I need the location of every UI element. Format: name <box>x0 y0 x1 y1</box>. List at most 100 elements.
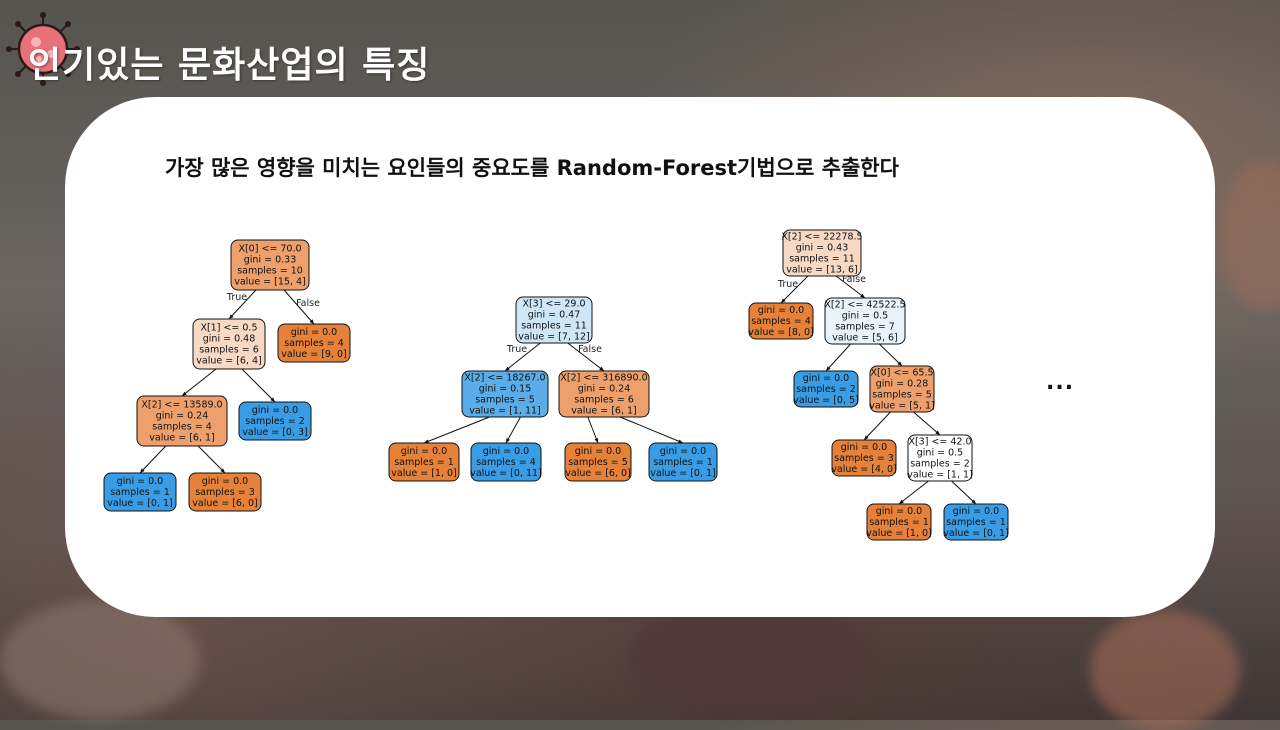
tree-node-line: samples = 3 <box>834 453 894 464</box>
tree-node-line: samples = 5 <box>872 390 932 401</box>
tree-node-line: X[0] <= 70.0 <box>238 244 301 255</box>
tree-node-line: value = [13, 6] <box>786 265 858 276</box>
tree-node-line: samples = 1 <box>394 457 454 468</box>
tree-edge <box>198 446 225 473</box>
tree-node-line: samples = 4 <box>751 316 811 327</box>
tree-node-line: value = [0, 5] <box>793 395 859 406</box>
tree-node-line: gini = 0.0 <box>401 446 447 457</box>
tree-node-line: samples = 2 <box>796 384 856 395</box>
tree-node-line: gini = 0.24 <box>156 411 208 422</box>
tree-node-line: gini = 0.48 <box>203 334 255 345</box>
tree-node-line: gini = 0.15 <box>479 384 531 395</box>
tree-node-line: gini = 0.0 <box>202 476 248 487</box>
decision-tree: TrueFalseX[3] <= 29.0gini = 0.47samples … <box>389 297 717 481</box>
decision-tree: TrueFalseX[0] <= 70.0gini = 0.33samples … <box>104 240 350 511</box>
tree-node-line: gini = 0.0 <box>660 446 706 457</box>
tree-node: gini = 0.0samples = 2value = [0, 3] <box>239 402 311 440</box>
tree-node-line: gini = 0.0 <box>953 506 999 517</box>
tree-node-line: gini = 0.43 <box>796 243 848 254</box>
tree-edge <box>899 481 928 504</box>
tree-node-line: gini = 0.5 <box>842 311 888 322</box>
tree-node-line: samples = 2 <box>910 459 970 470</box>
tree-node-line: gini = 0.0 <box>483 446 529 457</box>
tree-node-line: value = [7, 12] <box>518 332 590 343</box>
tree-edge <box>879 344 902 366</box>
tree-node-line: samples = 4 <box>152 422 212 433</box>
tree-edge <box>864 412 890 440</box>
tree-edge <box>620 417 683 443</box>
tree-node-line: samples = 6 <box>574 395 634 406</box>
tree-node-line: samples = 10 <box>237 266 303 277</box>
tree-edge <box>914 412 940 435</box>
tree-node-line: X[2] <= 18267.0 <box>464 373 545 384</box>
tree-node: X[2] <= 13589.0gini = 0.24samples = 4val… <box>137 396 227 446</box>
tree-node-line: X[2] <= 316890.0 <box>560 373 647 384</box>
tree-node-line: gini = 0.5 <box>917 448 963 459</box>
tree-edge <box>182 369 216 396</box>
tree-node-line: X[3] <= 29.0 <box>522 299 585 310</box>
tree-node-line: gini = 0.47 <box>528 310 580 321</box>
tree-node-line: samples = 7 <box>835 322 895 333</box>
tree-node-line: gini = 0.0 <box>841 442 887 453</box>
tree-node-line: samples = 6 <box>199 345 259 356</box>
tree-node: X[2] <= 42522.5gini = 0.5samples = 7valu… <box>824 298 905 344</box>
tree-node-line: value = [1, 1] <box>907 470 973 481</box>
tree-node-line: X[1] <= 0.5 <box>200 323 257 334</box>
tree-node-line: value = [6, 0] <box>192 498 258 509</box>
tree-node-line: samples = 1 <box>946 517 1006 528</box>
tree-edge <box>242 369 275 402</box>
tree-node-line: value = [8, 0] <box>748 327 814 338</box>
tree-node-line: samples = 4 <box>476 457 536 468</box>
tree-node-line: gini = 0.24 <box>578 384 630 395</box>
tree-edge <box>140 446 166 473</box>
tree-node-line: samples = 11 <box>521 321 587 332</box>
tree-node: gini = 0.0samples = 5value = [6, 0] <box>565 443 631 481</box>
tree-node-line: value = [1, 0] <box>866 528 932 539</box>
tree-node-line: gini = 0.0 <box>758 305 804 316</box>
tree-node-line: gini = 0.0 <box>117 476 163 487</box>
tree-node-line: X[2] <= 22278.5 <box>781 232 862 243</box>
tree-node: X[3] <= 29.0gini = 0.47samples = 11value… <box>516 297 592 343</box>
tree-node: gini = 0.0samples = 3value = [6, 0] <box>189 473 261 511</box>
tree-node-line: samples = 1 <box>653 457 713 468</box>
tree-node-line: samples = 1 <box>869 517 929 528</box>
tree-edge-arrow <box>595 438 599 443</box>
tree-edge <box>424 417 490 443</box>
tree-node-line: value = [6, 1] <box>571 406 637 417</box>
tree-node-line: samples = 5 <box>475 395 535 406</box>
tree-node-line: value = [1, 11] <box>469 406 541 417</box>
decision-tree: TrueFalseX[2] <= 22278.5gini = 0.43sampl… <box>748 230 1009 540</box>
tree-node: X[2] <= 18267.0gini = 0.15samples = 5val… <box>462 371 548 417</box>
tree-node-line: value = [9, 0] <box>281 349 347 360</box>
tree-node-line: X[2] <= 42522.5 <box>824 300 905 311</box>
tree-node-line: value = [0, 1] <box>107 498 173 509</box>
edge-label-false: False <box>578 344 602 355</box>
tree-node-line: value = [0, 11] <box>470 468 542 479</box>
tree-node-line: samples = 1 <box>110 487 170 498</box>
tree-node-line: value = [0, 3] <box>242 427 308 438</box>
tree-edge-arrow <box>678 439 683 443</box>
tree-node-line: samples = 3 <box>195 487 255 498</box>
tree-node-line: gini = 0.0 <box>803 373 849 384</box>
edge-label-true: True <box>506 344 527 355</box>
tree-node-line: value = [6, 4] <box>196 356 262 367</box>
tree-node-line: value = [5, 6] <box>832 333 898 344</box>
tree-node-line: gini = 0.33 <box>244 255 296 266</box>
tree-node-line: value = [0, 1] <box>943 528 1009 539</box>
tree-node-line: value = [0, 1] <box>650 468 716 479</box>
tree-node-line: samples = 4 <box>284 338 344 349</box>
tree-node-line: gini = 0.0 <box>291 327 337 338</box>
tree-node-line: X[3] <= 42.0 <box>908 437 971 448</box>
